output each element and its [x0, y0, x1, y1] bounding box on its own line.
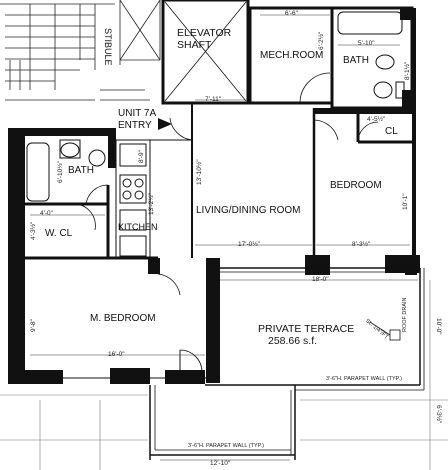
- roof-drain-symbol: [369, 321, 401, 341]
- dim-bedroom-height: 10'-1": [402, 193, 409, 210]
- terrace-area-label: 258.66 s.f.: [268, 335, 318, 347]
- interior-partitions: [20, 103, 412, 260]
- dimension-lines: [30, 14, 418, 461]
- terrace-outline: [149, 267, 425, 460]
- dim-mbed-width: 16'-0": [108, 351, 125, 358]
- dim-living-height: 13'-10½": [196, 159, 203, 185]
- roof-drain-label: ROOF DRAIN: [402, 297, 408, 332]
- mech-room-label: MECH.ROOM: [260, 50, 324, 61]
- terrace-label: PRIVATE TERRACE: [258, 323, 355, 335]
- dim-w-closet-height: 4'-3½": [30, 221, 37, 240]
- elevator-label-1: ELEVATOR: [177, 27, 232, 39]
- dim-mech-width: 6'-6": [285, 10, 298, 17]
- dim-terrace-width: 12'-10": [210, 460, 231, 467]
- elevator-shaft: [161, 0, 250, 105]
- w-closet-label: W. CL: [45, 228, 73, 239]
- parapet-bottom-label: 3'-6"H. PARAPET WALL (TYP.): [188, 443, 264, 449]
- entry-arrow-icon: [158, 118, 172, 130]
- elevator-label-2: SHAFT: [177, 39, 212, 51]
- closet-label: CL: [385, 126, 398, 137]
- dim-terrace-height: 10'-0": [435, 318, 442, 335]
- master-bedroom-walls: [8, 258, 220, 384]
- exterior-hatch: [0, 280, 448, 470]
- dim-bedroom-width: 8'-3½": [352, 241, 371, 248]
- dim-elevator-width: 7'-11": [205, 96, 222, 103]
- dim-mbed-height: 9'-8": [30, 319, 37, 332]
- dim-total-width: 18'-0": [312, 276, 329, 283]
- wall-top-right: [400, 8, 412, 20]
- kitchen-label: KITCHEN: [118, 222, 158, 232]
- dim-mech-height: 6'-2½": [318, 31, 325, 50]
- bath-top-label: BATH: [343, 55, 369, 66]
- dim-living-width: 17'-0½": [238, 241, 260, 248]
- parapet-right-label: 3'-6"H. PARAPET WALL (TYP.): [326, 376, 402, 382]
- dim-bath-left-height: 6'-10½": [57, 161, 64, 183]
- kitchen-fixtures: [119, 143, 147, 257]
- vestibule-label: STIBULE: [103, 28, 113, 66]
- dim-kitchen-height: 13'-2½": [148, 193, 155, 215]
- dim-w-closet-width: 4'-0": [40, 210, 53, 217]
- master-bedroom-label: M. BEDROOM: [90, 313, 156, 324]
- door-swings: [69, 117, 379, 296]
- mech-door-swing: [299, 72, 331, 104]
- living-dining-label: LIVING/DINING ROOM: [196, 205, 301, 216]
- bedroom-label: BEDROOM: [330, 180, 382, 191]
- wall-right-pillar: [402, 90, 414, 108]
- dim-bath-top-width: 5'-10": [358, 40, 375, 47]
- entry-label: ENTRY: [118, 120, 152, 131]
- bath-left-label: BATH: [68, 165, 94, 176]
- unit-label: UNIT 7A: [118, 108, 157, 119]
- dim-kitchen-width: 8'-9": [138, 150, 145, 163]
- mbed-door-swing: [179, 349, 203, 373]
- stair-hatching: [0, 0, 161, 101]
- dim-bath-top-height: 8'-1½": [404, 61, 411, 80]
- bath-left-fixtures: [26, 139, 106, 202]
- dim-terrace-right: 6'-3½": [435, 405, 442, 424]
- dim-closet-width: 4'-5½": [367, 116, 386, 123]
